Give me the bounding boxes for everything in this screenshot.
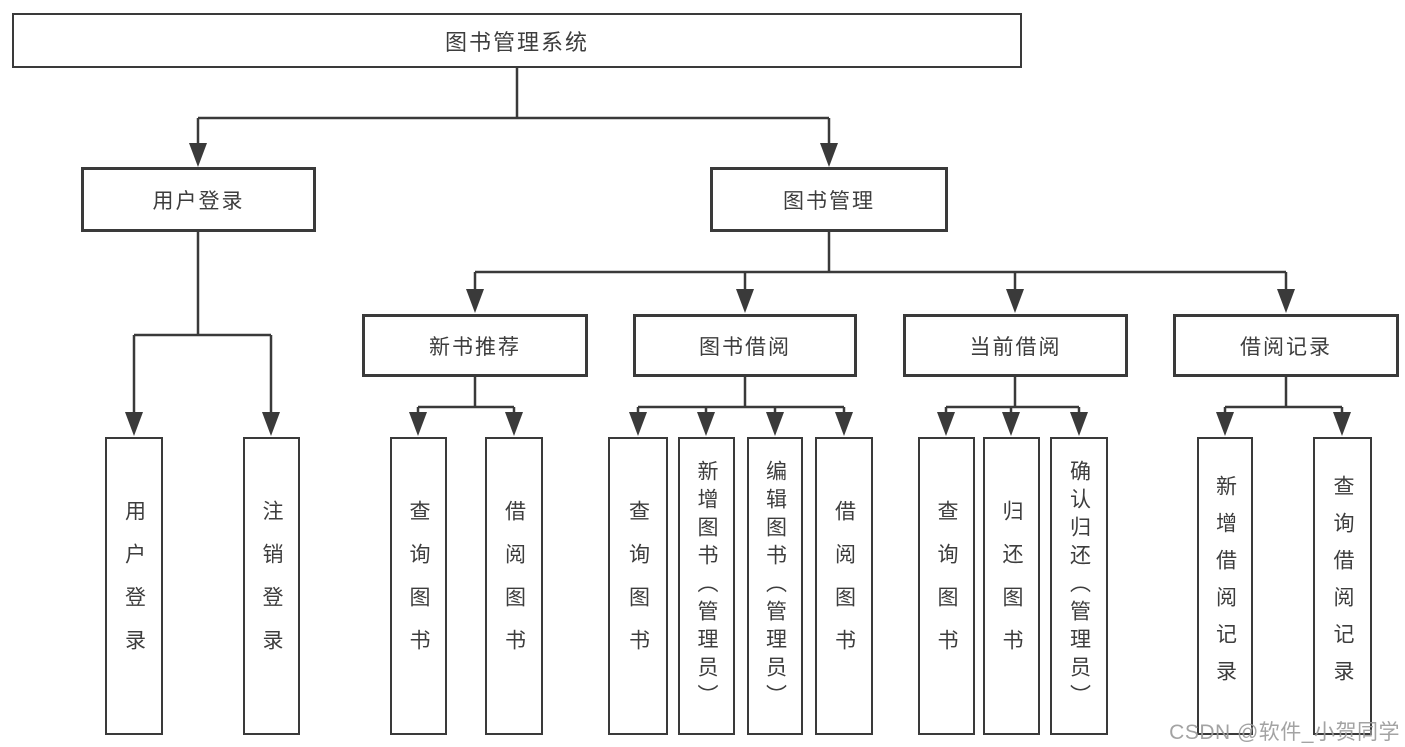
leaf-query-books-3: 查询图书 (918, 437, 975, 735)
leaf-query-borrow-record-label: 查询借阅记录 (1331, 475, 1354, 697)
leaf-user-login: 用户登录 (105, 437, 163, 735)
arrow-leaf-add-record (1216, 412, 1234, 436)
leaf-query-books-3-label: 查询图书 (935, 500, 958, 672)
arrow-current-borrow (1006, 289, 1024, 313)
arrow-leaf-add-book (697, 412, 715, 436)
arrow-leaf-borrow-books-1 (505, 412, 523, 436)
arrow-leaf-logout (262, 412, 280, 436)
connector-records-branch (1223, 377, 1344, 414)
node-book-borrow: 图书借阅 (633, 314, 857, 377)
arrow-book-management (820, 143, 838, 167)
leaf-borrow-books-2: 借阅图书 (815, 437, 873, 735)
arrow-leaf-query-record (1333, 412, 1351, 436)
arrow-borrow-records (1277, 289, 1295, 313)
arrow-leaf-borrow-books-2 (835, 412, 853, 436)
leaf-add-borrow-record: 新增借阅记录 (1197, 437, 1253, 735)
arrow-leaf-query-books-2 (629, 412, 647, 436)
connector-newbook-branch (416, 377, 516, 414)
leaf-borrow-books-2-label: 借阅图书 (832, 500, 856, 672)
leaf-borrow-books-1: 借阅图书 (485, 437, 543, 735)
csdn-watermark: CSDN @软件_小贺同学 (1169, 721, 1400, 744)
leaf-query-books-1: 查询图书 (390, 437, 447, 735)
node-borrow-records: 借阅记录 (1173, 314, 1399, 377)
leaf-return-book-label: 归还图书 (1000, 500, 1023, 672)
leaf-add-book-admin-label: 新增图书（管理员） (695, 460, 718, 712)
arrow-leaf-edit-book (766, 412, 784, 436)
leaf-confirm-return-admin-label: 确认归还（管理员） (1067, 460, 1091, 712)
connector-userlogin-branch (132, 232, 273, 413)
leaf-query-books-1-label: 查询图书 (407, 500, 430, 672)
leaf-user-login-label: 用户登录 (122, 500, 146, 672)
leaf-add-book-admin: 新增图书（管理员） (678, 437, 735, 735)
connector-root-to-level2 (196, 68, 831, 144)
connector-bookmgmt-to-level3 (473, 232, 1288, 290)
arrow-book-borrow (736, 289, 754, 313)
arrow-leaf-confirm-return (1070, 412, 1088, 436)
node-book-management: 图书管理 (710, 167, 948, 232)
leaf-edit-book-admin: 编辑图书（管理员） (747, 437, 803, 735)
connector-bookborrow-branch (636, 377, 846, 414)
arrow-leaf-return-book (1002, 412, 1020, 436)
arrowheads (125, 143, 1351, 436)
leaf-confirm-return-admin: 确认归还（管理员） (1050, 437, 1108, 735)
leaf-query-borrow-record: 查询借阅记录 (1313, 437, 1372, 735)
connector-currentborrow-branch (944, 377, 1081, 414)
leaf-edit-book-admin-label: 编辑图书（管理员） (763, 460, 787, 712)
leaf-query-books-2: 查询图书 (608, 437, 668, 735)
arrow-leaf-user-login (125, 412, 143, 436)
arrow-new-book-recommend (466, 289, 484, 313)
leaf-query-books-2-label: 查询图书 (626, 500, 650, 672)
node-user-login: 用户登录 (81, 167, 316, 232)
leaf-add-borrow-record-label: 新增借阅记录 (1213, 475, 1237, 697)
arrow-leaf-query-books-3 (937, 412, 955, 436)
arrow-leaf-query-books-1 (409, 412, 427, 436)
leaf-borrow-books-1-label: 借阅图书 (502, 500, 526, 672)
leaf-logout: 注销登录 (243, 437, 300, 735)
node-library-system: 图书管理系统 (12, 13, 1022, 68)
node-current-borrow: 当前借阅 (903, 314, 1128, 377)
leaf-logout-label: 注销登录 (260, 500, 283, 672)
leaf-return-book: 归还图书 (983, 437, 1040, 735)
arrow-user-login (189, 143, 207, 167)
node-new-book-recommend: 新书推荐 (362, 314, 588, 377)
